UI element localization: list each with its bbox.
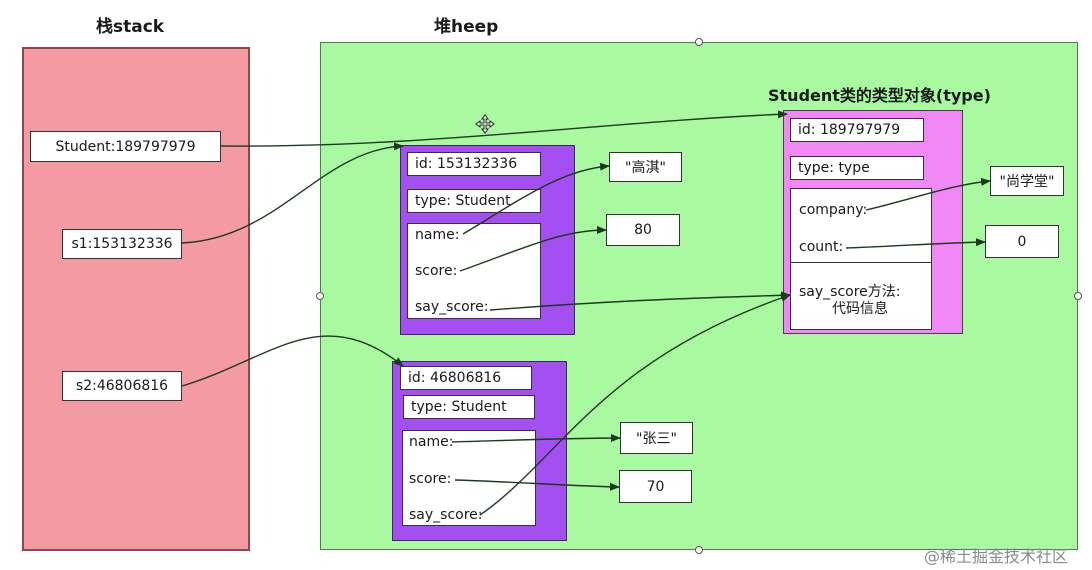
- arrow-s2-name: [451, 434, 621, 443]
- resize-handle-bottom[interactable]: [695, 546, 703, 554]
- arrow-s1-say-score: [489, 291, 791, 311]
- s2-object-name: name:: [409, 434, 454, 450]
- stack-var-student[interactable]: Student:189797979: [30, 131, 221, 162]
- s2-object-type: type: Student: [403, 395, 535, 419]
- move-cursor-icon: [475, 114, 495, 134]
- value-s2-name: "张三": [620, 422, 693, 454]
- s1-object-name: name:: [415, 227, 460, 243]
- stack-title: 栈stack: [96, 17, 165, 37]
- stack-var-s1[interactable]: s1:153132336: [62, 229, 182, 259]
- arrow-s2-say-score: [479, 294, 791, 516]
- type-object-title: Student类的类型对象(type): [768, 86, 991, 105]
- arrow-s1-to-object: [181, 142, 404, 244]
- arrow-s1-score: [459, 226, 607, 272]
- type-object-id: id: 189797979: [790, 118, 924, 142]
- arrow-s2-to-object: [181, 335, 404, 387]
- resize-handle-top[interactable]: [695, 38, 703, 46]
- stack-var-s2[interactable]: s2:46806816: [62, 371, 182, 401]
- arrow-count: [845, 238, 986, 249]
- s1-object-say-score: say_score:: [415, 299, 489, 315]
- type-object-company: company:: [799, 202, 868, 218]
- type-object-method-info: 代码信息: [832, 301, 888, 317]
- s1-object-attrs: [407, 223, 541, 319]
- value-s1-name: "高淇": [609, 152, 682, 182]
- watermark: @稀土掘金技术社区: [924, 547, 1069, 566]
- s1-object-id: id: 153132336: [407, 152, 541, 176]
- s1-object-score: score:: [415, 263, 458, 279]
- arrow-s1-name: [462, 162, 610, 235]
- s2-object-say-score: say_score:: [409, 507, 483, 523]
- arrow-student-to-type: [220, 110, 788, 147]
- arrow-s2-score: [454, 479, 620, 491]
- s2-object-score: score:: [409, 471, 452, 487]
- value-company: "尚学堂": [990, 166, 1064, 196]
- s2-object-attrs: [402, 430, 536, 526]
- resize-handle-left[interactable]: [316, 292, 324, 300]
- value-s1-score: 80: [606, 214, 680, 246]
- type-object-divider: [790, 262, 932, 263]
- s2-object-id: id: 46806816: [400, 366, 532, 390]
- s1-object-type: type: Student: [407, 189, 541, 213]
- type-object-count: count:: [799, 239, 844, 255]
- arrow-company: [865, 177, 991, 211]
- heap-title: 堆heep: [434, 17, 499, 37]
- resize-handle-right[interactable]: [1074, 292, 1082, 300]
- value-count: 0: [985, 225, 1059, 258]
- type-object-attrs: [790, 188, 932, 330]
- type-object-method: say_score方法:: [799, 284, 901, 300]
- type-object-type: type: type: [790, 156, 924, 180]
